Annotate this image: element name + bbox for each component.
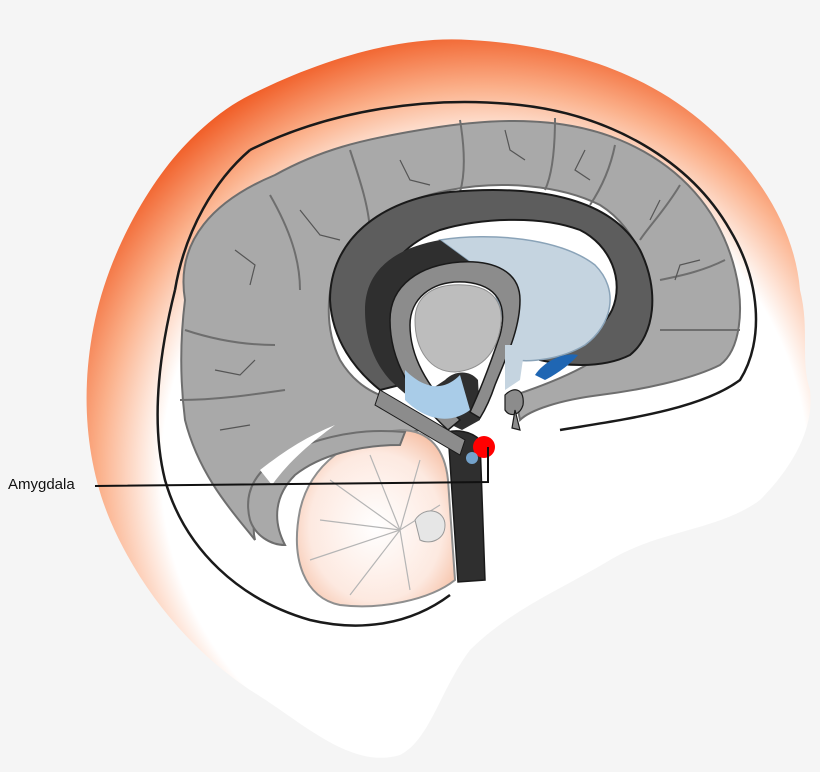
cortex-sulci: [179, 117, 740, 401]
brainstem: [447, 430, 486, 583]
amygdala-halo: [466, 452, 478, 464]
hypothalamus-detail: [504, 389, 524, 431]
amygdala-label: Amygdala: [8, 476, 75, 493]
white-crescent: [260, 425, 335, 485]
ventricle-accent: [505, 345, 525, 390]
brain-outline-top: [173, 149, 251, 291]
cerebellum-lobe: [414, 510, 446, 543]
thalamus: [414, 284, 502, 373]
temporal-strip: [374, 389, 466, 456]
blue-detail: [535, 354, 578, 380]
third-ventricle: [405, 370, 470, 419]
brain-outline: [156, 100, 758, 627]
cerebellum-folia: [309, 454, 441, 596]
cortex-fissures: [214, 129, 701, 431]
amygdala-leader-line: [94, 447, 489, 487]
amygdala-marker: [473, 436, 495, 458]
